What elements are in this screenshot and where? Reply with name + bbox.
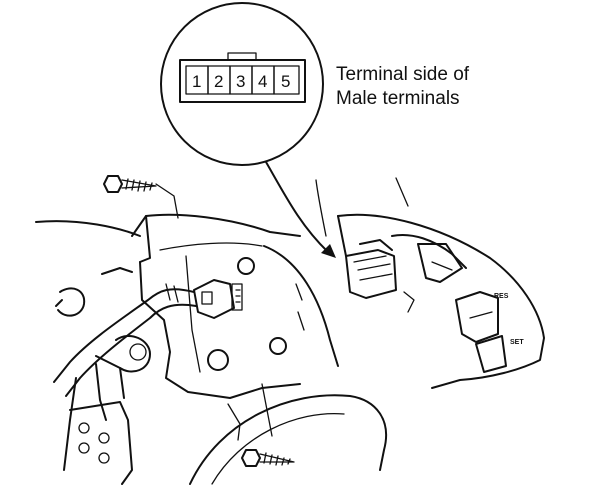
screw-upper: [103, 175, 179, 219]
leader-arrow: [265, 161, 336, 258]
magnified-view: 1 2 3 4 5: [160, 2, 324, 166]
pin-1-label: 1: [192, 72, 201, 91]
pin-2-label: 2: [214, 72, 223, 91]
callout-line-1: Terminal side of: [336, 64, 470, 85]
pin-5-label: 5: [281, 72, 290, 91]
cruise-switch-connector: [345, 239, 415, 313]
harness-connector: [193, 279, 243, 319]
screw-lower: [241, 449, 295, 467]
terminal-pins: 1 2 3 4 5: [185, 65, 300, 95]
res-button-label: RES: [494, 293, 509, 300]
pin-3-label: 3: [236, 72, 245, 91]
steering-column-assembly: RES SET: [35, 177, 545, 485]
pin-4-label: 4: [258, 72, 267, 91]
set-button-label: SET: [510, 339, 524, 346]
callout-line-2: Male terminals: [336, 88, 460, 109]
